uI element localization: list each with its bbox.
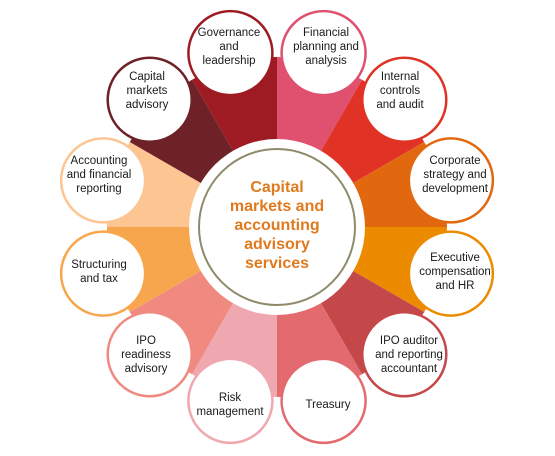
label-executive-compensation-and-hr: Executive compensation and HR bbox=[419, 252, 491, 292]
label-treasury: Treasury bbox=[305, 399, 351, 411]
label-risk-management: Risk management bbox=[196, 392, 264, 418]
node-circle-10 bbox=[59, 137, 147, 224]
center-disc bbox=[189, 139, 365, 315]
label-capital-markets-advisory: Capital markets advisory bbox=[125, 71, 169, 111]
center-ring bbox=[198, 148, 356, 306]
node-circle-8 bbox=[106, 311, 193, 398]
node-circle-3 bbox=[407, 137, 495, 224]
label-internal-controls-and-audit: Internal controls and audit bbox=[376, 71, 424, 111]
label-ipo-auditor-and-reporting-accountant: IPO auditor and reporting accountant bbox=[375, 335, 443, 375]
node-circle-9 bbox=[59, 230, 147, 317]
node-circle-7 bbox=[187, 357, 274, 445]
label-governance-and-leadership: Governance and leadership bbox=[197, 27, 261, 67]
node-circle-1 bbox=[280, 9, 367, 97]
label-ipo-readiness-advisory: IPO readiness advisory bbox=[121, 335, 171, 375]
label-corporate-strategy-and-development: Corporate strategy and development bbox=[422, 155, 488, 195]
node-circle-6 bbox=[280, 357, 367, 445]
node-circle-5 bbox=[361, 311, 448, 398]
label-structuring-and-tax: Structuring and tax bbox=[71, 259, 127, 285]
node-circle-4 bbox=[407, 230, 495, 317]
node-circle-0 bbox=[187, 9, 274, 97]
center-title: Capital markets and accounting advisory … bbox=[229, 178, 325, 272]
label-accounting-and-financial-reporting: Accounting and financial reporting bbox=[66, 155, 132, 195]
node-circle-2 bbox=[361, 56, 448, 143]
node-circle-11 bbox=[106, 56, 193, 143]
label-financial-planning-and-analysis: Financial planning and analysis bbox=[293, 27, 359, 67]
